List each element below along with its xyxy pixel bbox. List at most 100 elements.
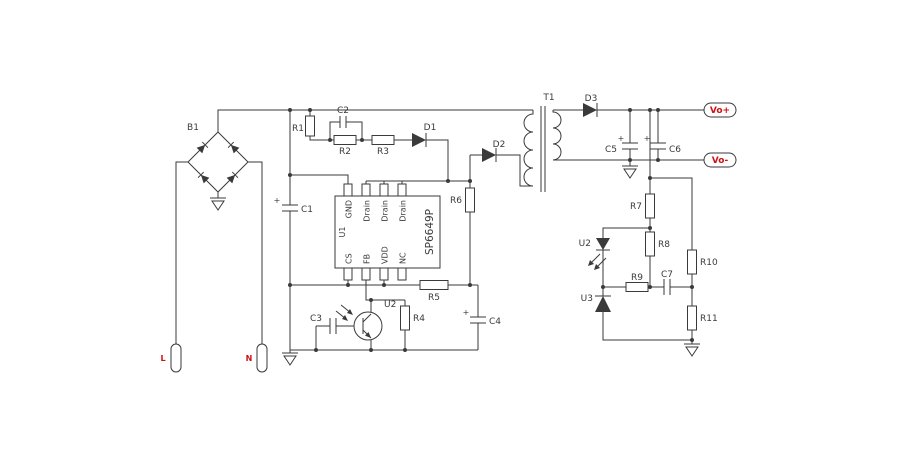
component-label: R10 — [700, 258, 718, 268]
component-label: R8 — [658, 240, 670, 250]
junction-dot — [369, 298, 373, 302]
diode-d3: D3 — [583, 94, 598, 117]
resistor-r3: R3 — [371, 135, 395, 157]
component-label: C3 — [310, 314, 322, 324]
pin-label: VDD — [381, 246, 390, 264]
shunt-regulator-u3: U3 — [581, 294, 611, 312]
capacitor-c1: + C1 — [274, 196, 313, 215]
diode-d2: D2 — [482, 140, 505, 162]
resistor-r9: R9 — [625, 273, 649, 292]
emitter-arrow — [365, 332, 371, 338]
resistor-r2: R2 — [333, 135, 357, 157]
ic-ref-label: U1 — [338, 227, 347, 238]
ic-pin — [379, 267, 389, 281]
wire — [650, 177, 693, 344]
output-terminal-vo-plus: Vo+ — [703, 102, 737, 118]
ic-pin — [343, 267, 353, 281]
junction-dot — [468, 179, 472, 183]
primary-winding — [523, 110, 534, 187]
component-label: U2 — [579, 239, 591, 249]
capacitor-c5: + C5 — [605, 134, 638, 155]
wire — [470, 154, 533, 187]
pin-label: GND — [345, 200, 354, 218]
component-label: D2 — [493, 140, 506, 150]
ground-symbol — [210, 197, 226, 211]
junction-dot — [690, 338, 694, 342]
junction-dot — [346, 283, 350, 287]
ground-symbol — [282, 350, 298, 366]
junction-dot — [288, 173, 292, 177]
light-arrow-icon — [335, 304, 353, 321]
wire — [217, 109, 533, 132]
ic-pin — [361, 183, 371, 197]
component-label: R9 — [631, 273, 643, 283]
vo-minus-label: Vo- — [712, 156, 729, 166]
wire — [365, 280, 405, 301]
ac-line-label: L — [160, 354, 165, 363]
component-label: D3 — [585, 94, 598, 104]
ic-pin — [361, 267, 371, 281]
component-label: R11 — [700, 314, 718, 324]
component-label: R4 — [413, 314, 425, 324]
ground-symbol — [684, 343, 700, 357]
resistor-r11: R11 — [687, 305, 718, 331]
junction-dot — [314, 348, 318, 352]
component-label: C2 — [337, 106, 349, 116]
component-label: C4 — [489, 317, 501, 327]
junction-dot — [288, 283, 292, 287]
junction-dot — [328, 138, 332, 142]
bridge-outline — [187, 131, 249, 193]
component-label: B1 — [187, 123, 199, 133]
resistor-r7: R7 — [630, 193, 655, 219]
capacitor-c4: + C4 — [463, 308, 502, 327]
ic-pin — [343, 183, 353, 197]
junction-dot — [648, 285, 652, 289]
bridge-rectifier-b1: B1 — [187, 123, 249, 193]
pin-label: NC — [399, 252, 408, 264]
polarity-plus: + — [618, 134, 625, 143]
junction-dot — [403, 348, 407, 352]
component-label: C6 — [669, 145, 681, 155]
wire — [426, 139, 449, 181]
component-label: C7 — [661, 270, 673, 280]
resistor-r1: R1 — [292, 115, 315, 137]
ic-pin — [397, 183, 407, 197]
wire — [365, 180, 470, 184]
pin-label: Drain — [381, 200, 390, 222]
junction-dot — [648, 108, 652, 112]
component-label: C1 — [301, 205, 313, 215]
junction-dot — [648, 176, 652, 180]
junction-dot — [360, 138, 364, 142]
component-label: R6 — [450, 196, 462, 206]
junction-dot — [656, 108, 660, 112]
wire — [248, 161, 263, 344]
ac-terminal-line: L — [160, 343, 182, 373]
junction-dot — [308, 108, 312, 112]
junction-dot — [656, 158, 660, 162]
component-label: U3 — [581, 294, 593, 304]
component-label: T1 — [542, 93, 554, 103]
component-label: U2 — [384, 300, 396, 310]
ac-terminal-neutral: N — [246, 343, 268, 373]
wire — [290, 174, 349, 184]
component-label: C5 — [605, 145, 617, 155]
wire — [175, 161, 188, 344]
junction-dots — [288, 108, 694, 352]
light-arrow-icon — [588, 253, 607, 270]
junction-dot — [628, 108, 632, 112]
resistor-r6: R6 — [450, 187, 475, 213]
polarity-plus: + — [274, 196, 281, 205]
pin-label: Drain — [399, 200, 408, 222]
vo-plus-label: Vo+ — [710, 106, 730, 116]
component-label: R2 — [339, 147, 351, 157]
component-label: R5 — [428, 293, 440, 303]
junction-dot — [648, 226, 652, 230]
wire — [329, 121, 363, 140]
polarity-plus: + — [644, 134, 651, 143]
secondary-winding — [552, 110, 562, 161]
ic-pin — [397, 267, 407, 281]
resistor-r4: R4 — [400, 305, 425, 331]
component-label: R1 — [292, 124, 304, 134]
